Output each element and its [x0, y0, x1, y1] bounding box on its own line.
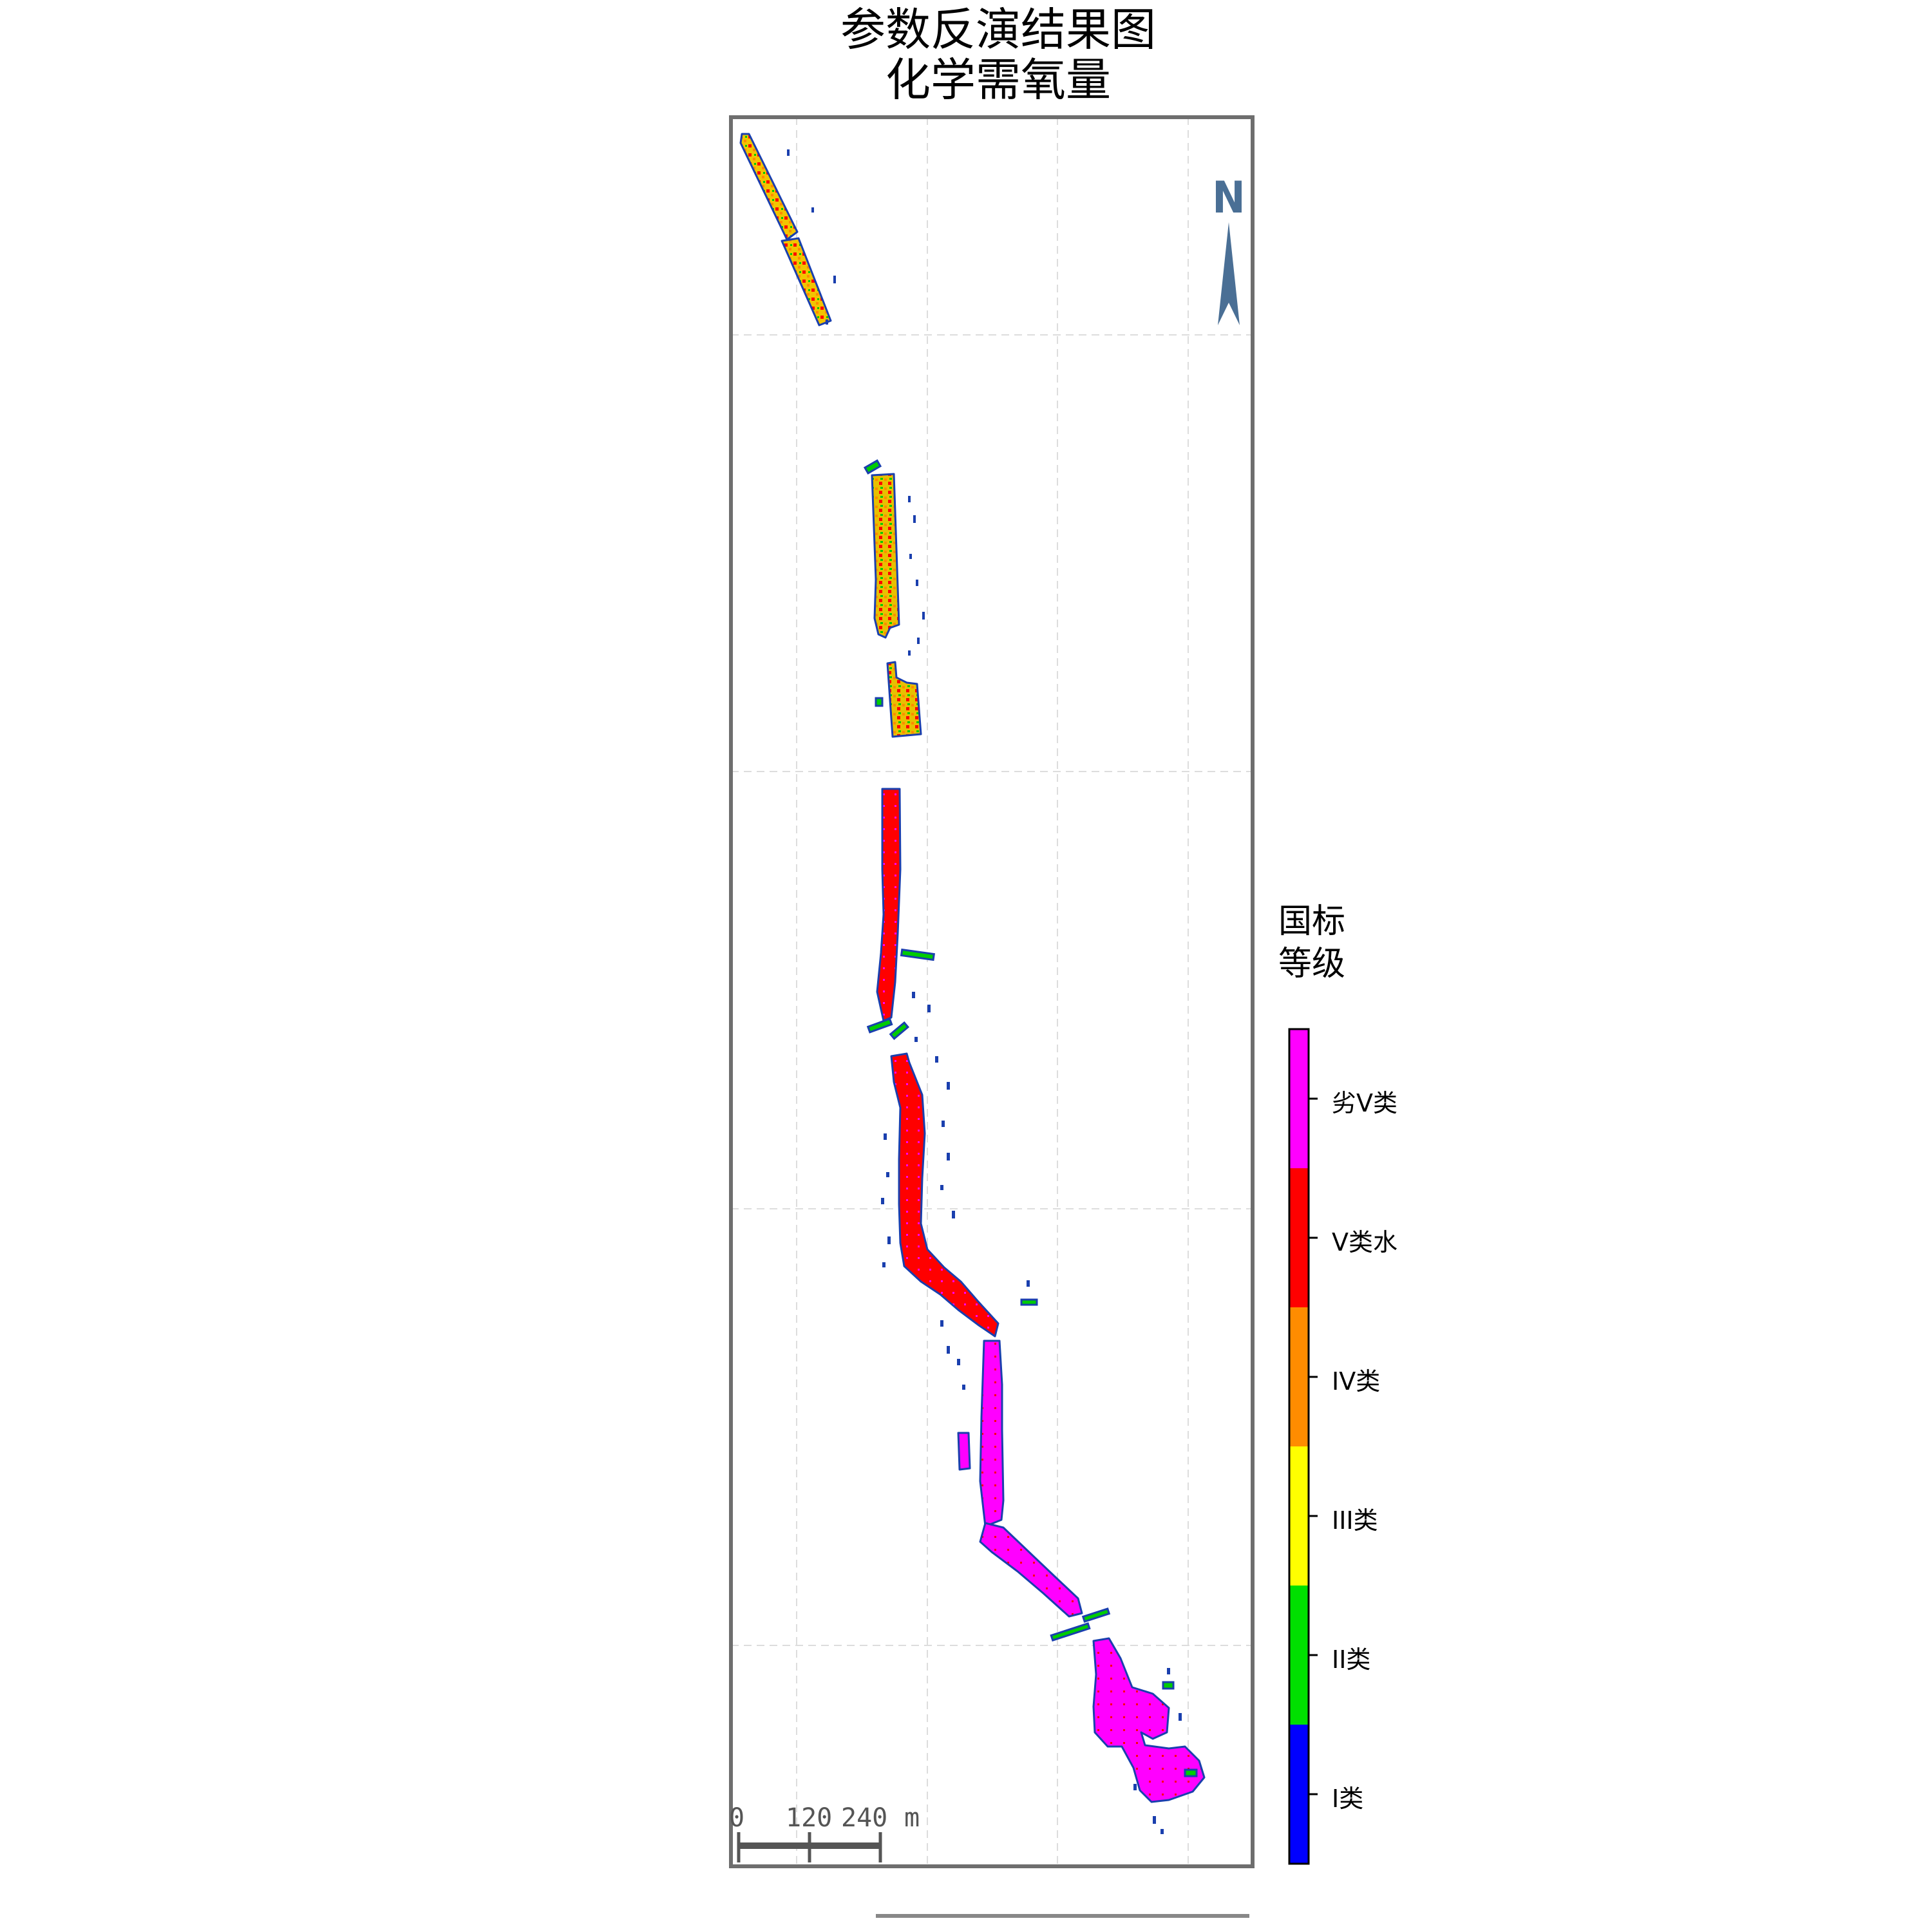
dot: [942, 1121, 945, 1127]
dot: [1133, 1784, 1137, 1790]
river-segment-red-2: [890, 1052, 999, 1338]
fragment: [863, 459, 882, 475]
scale-label-240: 240: [841, 1803, 888, 1833]
legend-swatch: [1289, 1446, 1309, 1586]
dot: [908, 496, 911, 502]
legend-label-iii: III类: [1332, 1506, 1378, 1535]
fragment: [866, 1018, 893, 1034]
dot: [935, 1056, 938, 1063]
dot: [826, 319, 828, 325]
lake-south: [1092, 1637, 1206, 1803]
north-arrow: N: [1212, 173, 1245, 325]
dot: [884, 1133, 887, 1140]
dot: [886, 1172, 889, 1177]
dot: [1179, 1713, 1182, 1721]
legend-title-line1: 国标: [1278, 902, 1346, 941]
water-bodies: [739, 133, 1206, 1803]
dot: [881, 1198, 884, 1204]
scale-label-0: 0: [729, 1803, 745, 1833]
dot: [914, 1037, 918, 1042]
river-segment-magenta-1: [979, 1340, 1005, 1528]
legend-swatch: [1289, 1168, 1309, 1307]
legend-label-i: I类: [1332, 1785, 1364, 1813]
dot: [917, 638, 920, 644]
dot: [962, 1385, 965, 1390]
dot: [957, 1359, 960, 1365]
scale-label-120: 120: [786, 1803, 833, 1833]
river-segment-mid-1: [871, 473, 900, 639]
legend-swatch: [1289, 1586, 1309, 1725]
dot: [940, 1185, 943, 1190]
dot: [908, 650, 911, 656]
legend-label-ii: II类: [1332, 1645, 1371, 1674]
fragment: [1020, 1298, 1038, 1306]
scale-bar: [737, 1832, 882, 1862]
map-frame: [729, 115, 1255, 1868]
river-segment-red-1: [876, 788, 902, 1022]
fragment: [1162, 1681, 1175, 1690]
legend-label-iv: IV类: [1332, 1367, 1381, 1396]
scale-unit: m: [904, 1803, 920, 1833]
dot: [952, 1211, 955, 1218]
map-subtitle: 化学需氧量: [886, 53, 1111, 106]
river-segment-north-1: [739, 133, 799, 241]
legend-title-line2: 等级: [1278, 945, 1346, 983]
dot: [811, 207, 814, 213]
north-arrow-icon: [1218, 222, 1240, 325]
dot: [1167, 1668, 1170, 1674]
grid-lines: [731, 117, 1253, 1866]
water-fragments: [863, 459, 1198, 1777]
dot: [882, 1262, 886, 1267]
fragment: [1081, 1607, 1111, 1623]
dot: [1160, 1829, 1164, 1834]
dot: [1153, 1816, 1156, 1824]
fragment: [875, 697, 884, 707]
river-segment-magenta-2: [979, 1522, 1083, 1618]
dot: [927, 1005, 931, 1012]
dot: [947, 1082, 950, 1090]
pond-west: [957, 1432, 971, 1471]
legend-label-worse-v: 劣V类: [1332, 1089, 1397, 1117]
legend-swatch: [1289, 1725, 1309, 1864]
dot: [947, 1346, 950, 1354]
fragment: [889, 1021, 910, 1040]
dot: [787, 149, 790, 156]
map-title: 参数反演结果图: [840, 3, 1156, 56]
river-segment-north-2: [781, 237, 832, 327]
legend-label-v: V类水: [1332, 1228, 1397, 1256]
fragment: [900, 948, 936, 961]
fragment: [1050, 1622, 1091, 1642]
dot: [909, 554, 912, 559]
river-segment-mid-2: [886, 661, 922, 738]
legend-swatch: [1289, 1307, 1309, 1446]
dot: [947, 1153, 950, 1160]
dot: [887, 1236, 891, 1244]
dot: [940, 1320, 943, 1327]
dot: [1027, 1280, 1030, 1287]
legend-swatch: [1289, 1029, 1309, 1168]
legend-colorbar-frame: [1288, 1028, 1310, 1865]
dot: [922, 612, 925, 620]
legend-colorbar: [1288, 1028, 1318, 1865]
dot: [916, 580, 918, 586]
dot: [913, 515, 916, 523]
north-arrow-label: N: [1212, 173, 1245, 223]
dot: [833, 276, 836, 283]
fragment: [1184, 1768, 1198, 1777]
dot: [912, 992, 915, 998]
water-dots: [787, 149, 1182, 1834]
